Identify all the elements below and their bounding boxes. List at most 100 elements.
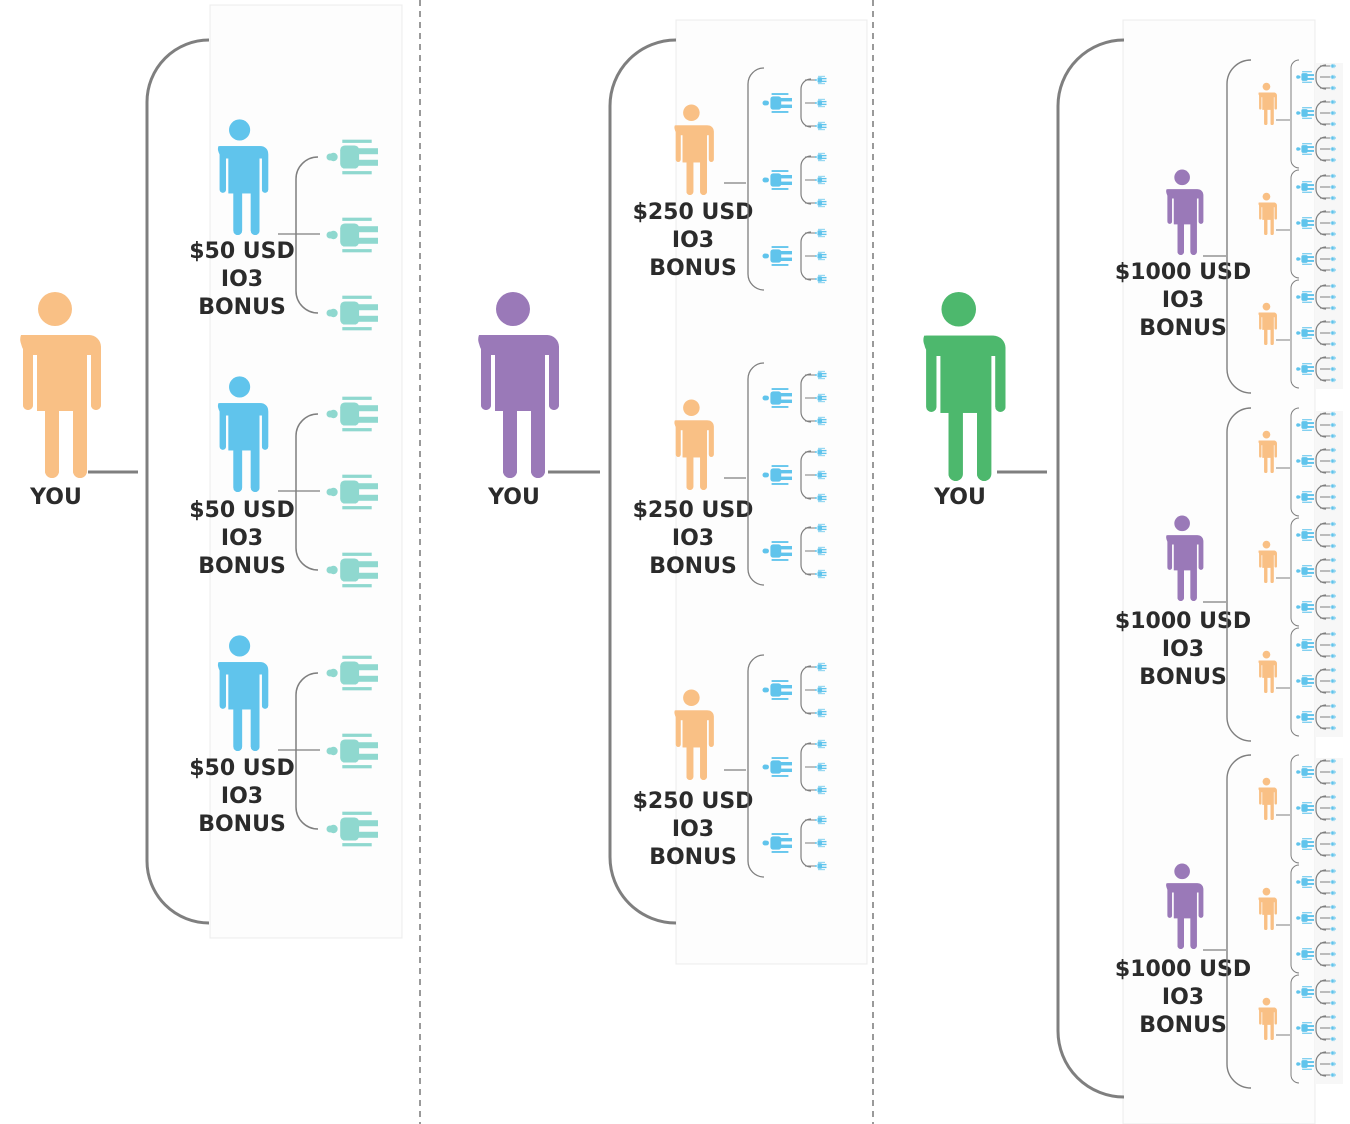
leaf-tree-2-1-member-1 [1329, 521, 1336, 527]
leaf-tree-1-member-2 [814, 685, 827, 695]
leaf-tree-1-member-3 [814, 121, 827, 131]
sub-sub-bracket-1 [1290, 754, 1300, 864]
leaf-tree-1-2-member-1 [1329, 447, 1336, 453]
card-edge [1315, 758, 1343, 1084]
leaf-tree-2-member-3 [814, 493, 827, 503]
leaf-tree-1-1-member-1 [1329, 411, 1336, 417]
leaf-tree-3-member-1 [814, 523, 827, 533]
leaf-tree-1-member-1 [814, 75, 827, 85]
leaf-tree-1-3-member-2 [1329, 841, 1336, 847]
sub-sub-bracket-3 [1290, 279, 1300, 389]
leaf-tree-1-2-member-3 [1329, 816, 1336, 822]
leaf-tree-2-1-member-1 [1329, 868, 1336, 874]
leaf-tree-3-1-member-1 [1329, 978, 1336, 984]
you-label: YOU [29, 485, 82, 510]
leaf-tree-3-member-3 [814, 274, 827, 284]
leaf-tree-2-2-member-2 [1329, 568, 1336, 574]
leaf-member-icon-1-1 [1297, 71, 1314, 83]
leaf-tree-3-1 [1315, 631, 1336, 659]
you-person-icon [20, 292, 101, 478]
leaf-tree-1-2-member-3 [1329, 121, 1336, 127]
leaf-tree-1-2-member-3 [1329, 469, 1336, 475]
leaf-member-icon-3-2 [1297, 1022, 1314, 1034]
sub-bracket [295, 672, 319, 830]
sub-sub-bracket-1 [1290, 407, 1300, 517]
bonus-amount: $250 USD [633, 200, 754, 225]
leaf-tree-1-3-member-1 [1329, 135, 1336, 141]
leaf-tree-2-2 [1315, 209, 1336, 237]
referral-person-icon [674, 689, 714, 780]
leaf-member-icon-2-3 [1297, 948, 1314, 960]
leaf-tree-1-1-member-3 [1329, 433, 1336, 439]
sub-member-icon-2 [1258, 192, 1277, 235]
leaf-tree-2-2 [1315, 904, 1336, 932]
sub-member-icon-1 [764, 388, 792, 408]
leaf-tree-3-1 [1315, 283, 1336, 311]
leaf-tree-1-1-member-1 [1329, 63, 1336, 69]
leaf-tree-2-1 [1315, 521, 1336, 549]
you-person-icon [923, 291, 1006, 481]
sub-member-icon-2 [764, 465, 792, 485]
sub-member-icon-2 [329, 217, 378, 253]
bonus-amount: $50 USD [189, 239, 295, 264]
sub-member-icon-3 [764, 541, 792, 561]
leaf-member-icon-3-2 [1297, 327, 1314, 339]
you-label: YOU [487, 485, 540, 510]
bonus-word: BONUS [649, 554, 737, 579]
bonus-amount: $50 USD [189, 756, 295, 781]
leaf-tree-1-member-3 [814, 708, 827, 718]
sub-member-icon-3 [329, 811, 378, 847]
you-label: YOU [933, 485, 986, 510]
leaf-tree-3-3-member-1 [1329, 703, 1336, 709]
leaf-tree-2-1 [1315, 173, 1336, 201]
leaf-tree-1-3 [1315, 830, 1336, 858]
sub-member-icon-2 [764, 757, 792, 777]
sub-member-icon-3 [764, 833, 792, 853]
referral-person-icon [674, 104, 714, 195]
bonus-amount: $1000 USD [1115, 260, 1251, 285]
leaf-tree-1-3-member-3 [1329, 852, 1336, 858]
sub-member-icon-1 [329, 655, 378, 691]
leaf-tree-2-1-member-2 [1329, 879, 1336, 885]
leaf-tree-2-3 [1315, 593, 1336, 621]
leaf-tree-1-3 [1315, 483, 1336, 511]
leaf-tree-1 [800, 662, 827, 718]
leaf-tree-3-3-member-2 [1329, 366, 1336, 372]
bonus-amount: $1000 USD [1115, 957, 1251, 982]
leaf-tree-1-2-member-1 [1329, 99, 1336, 105]
leaf-tree-3-2-member-1 [1329, 667, 1336, 673]
main-bracket [1056, 38, 1125, 1099]
leaf-tree-2-2-member-2 [1329, 915, 1336, 921]
leaf-tree-3-2-member-2 [1329, 678, 1336, 684]
leaf-tree-2-3-member-2 [1329, 256, 1336, 262]
sub-sub-bracket-2 [1290, 517, 1300, 627]
bonus-token: IO3 [1162, 288, 1204, 313]
leaf-tree-1-2-member-2 [1329, 110, 1336, 116]
leaf-tree-1-1 [1315, 758, 1336, 786]
leaf-tree-1-member-3 [814, 416, 827, 426]
sub-bracket [295, 156, 319, 314]
leaf-tree-3-3 [1315, 1050, 1336, 1078]
leaf-tree-2-member-1 [814, 739, 827, 749]
leaf-tree-3-3 [1315, 355, 1336, 383]
leaf-tree-2-3-member-3 [1329, 615, 1336, 621]
leaf-tree-3-3-member-1 [1329, 355, 1336, 361]
referral-person-icon [674, 399, 714, 490]
sub-sub-bracket-2 [1290, 864, 1300, 974]
leaf-member-icon-1-3 [1297, 491, 1314, 503]
leaf-tree-1-member-1 [814, 662, 827, 672]
leaf-member-icon-1-1 [1297, 766, 1314, 778]
bonus-word: BONUS [1139, 316, 1227, 341]
leaf-tree-3-3-member-3 [1329, 1072, 1336, 1078]
leaf-tree-3-1 [1315, 978, 1336, 1006]
leaf-member-icon-1-2 [1297, 802, 1314, 814]
leaf-tree-3-2-member-1 [1329, 319, 1336, 325]
leaf-tree-3-2-member-2 [1329, 1025, 1336, 1031]
bonus-amount: $50 USD [189, 498, 295, 523]
sub-member-icon-2 [1258, 887, 1277, 930]
